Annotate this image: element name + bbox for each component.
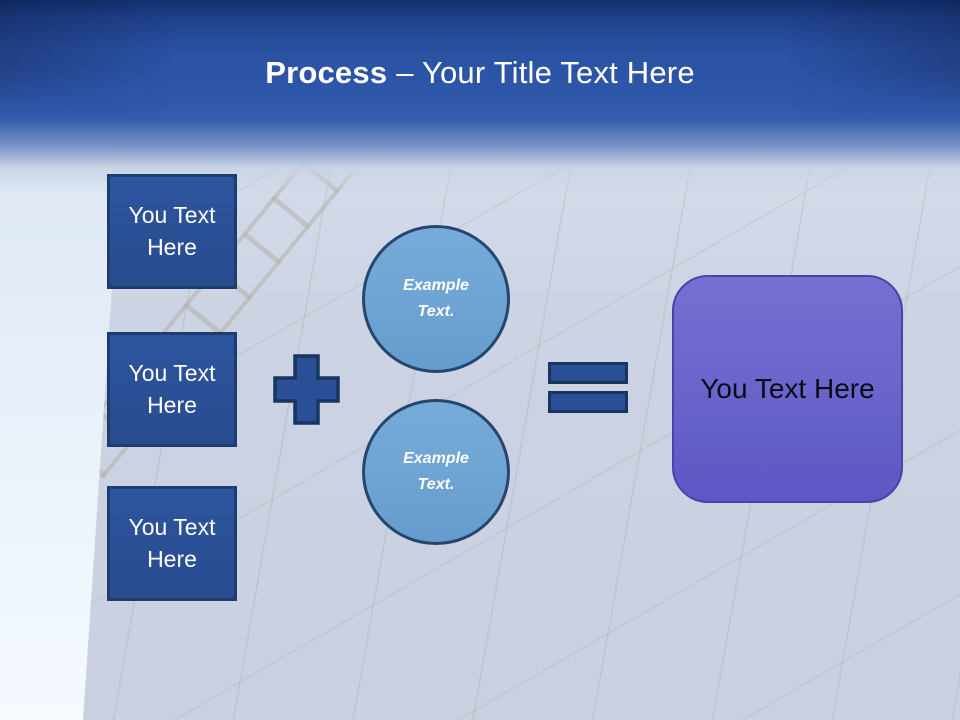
equals-icon xyxy=(548,362,628,413)
result-box[interactable]: You Text Here xyxy=(672,275,903,503)
input-box-3-label: You Text Here xyxy=(128,513,216,572)
slide-title-keyword: Process xyxy=(265,55,388,90)
slide-title[interactable]: Process– Your Title Text Here xyxy=(0,55,960,91)
plus-icon xyxy=(272,353,341,426)
input-box-1-label: You Text Here xyxy=(128,201,216,260)
input-box-1[interactable]: You Text Here xyxy=(107,174,237,289)
equals-bar-top xyxy=(548,362,628,384)
header-corner-shade xyxy=(0,0,960,120)
slide-title-placeholder: – Your Title Text Here xyxy=(396,55,695,90)
equals-bar-bottom xyxy=(548,391,628,413)
input-box-3[interactable]: You Text Here xyxy=(107,486,237,601)
example-circle-2[interactable]: Example Text. xyxy=(362,399,510,545)
example-circle-2-label: Example Text. xyxy=(403,450,469,493)
result-box-label: You Text Here xyxy=(700,373,875,404)
example-circle-1[interactable]: Example Text. xyxy=(362,225,510,373)
example-circle-1-label: Example Text. xyxy=(403,277,469,320)
header-band xyxy=(0,0,960,195)
input-box-2-label: You Text Here xyxy=(128,359,216,418)
input-box-2[interactable]: You Text Here xyxy=(107,332,237,447)
